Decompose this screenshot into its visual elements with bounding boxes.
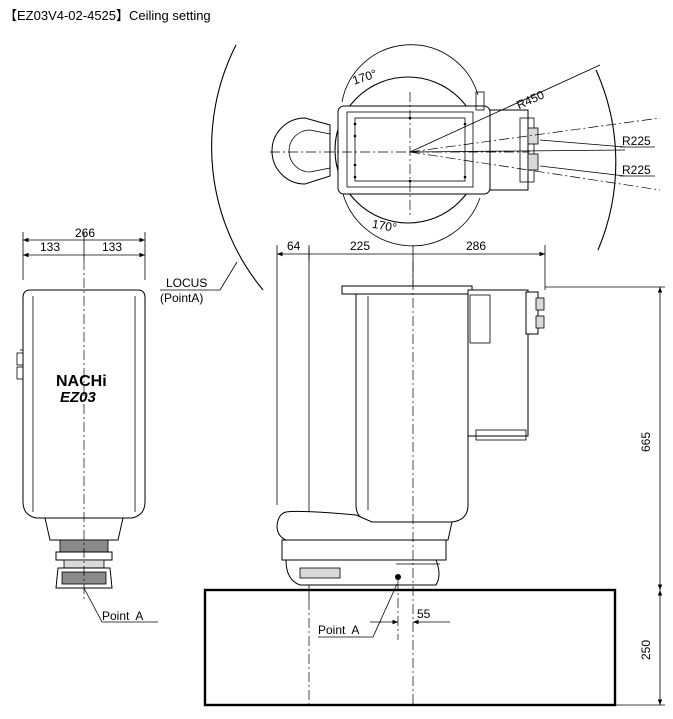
locus-label-line1: LOCUS	[166, 276, 207, 290]
side-height-dim: 665	[639, 432, 653, 452]
locus-label-line2: (PointA)	[160, 291, 203, 305]
radius-1-label: R225	[622, 134, 651, 148]
front-view: 266 133 133 Point A	[16, 226, 158, 623]
front-width-dim: 266	[75, 226, 95, 240]
front-point-a-label: Point A	[102, 609, 143, 623]
top-view: 170° 170° R450 R225 R225	[270, 44, 661, 247]
side-offset-dim: 55	[417, 607, 431, 621]
angle-top-label: 170°	[351, 67, 379, 88]
side-point-a-label: Point A	[318, 623, 359, 637]
side-dim-64: 64	[287, 239, 301, 253]
front-half-left-dim: 133	[40, 240, 60, 254]
model-name: EZ03	[60, 389, 97, 406]
side-base-height-dim: 250	[639, 640, 653, 660]
brand-logo: NACHi	[56, 373, 107, 390]
locus-arc	[211, 44, 617, 291]
radius-2-label: R225	[622, 163, 651, 177]
side-view: 64 225 286 665 250	[203, 239, 665, 707]
locus-label: LOCUS (PointA)	[160, 261, 238, 305]
reach-radius-label: R450	[514, 87, 546, 112]
side-dim-225: 225	[350, 239, 370, 253]
side-dim-286: 286	[466, 239, 486, 253]
angle-bottom-label: 170°	[371, 217, 398, 235]
page-title: 【EZ03V4-02-4525】Ceiling setting	[4, 8, 211, 23]
front-half-right-dim: 133	[102, 240, 122, 254]
